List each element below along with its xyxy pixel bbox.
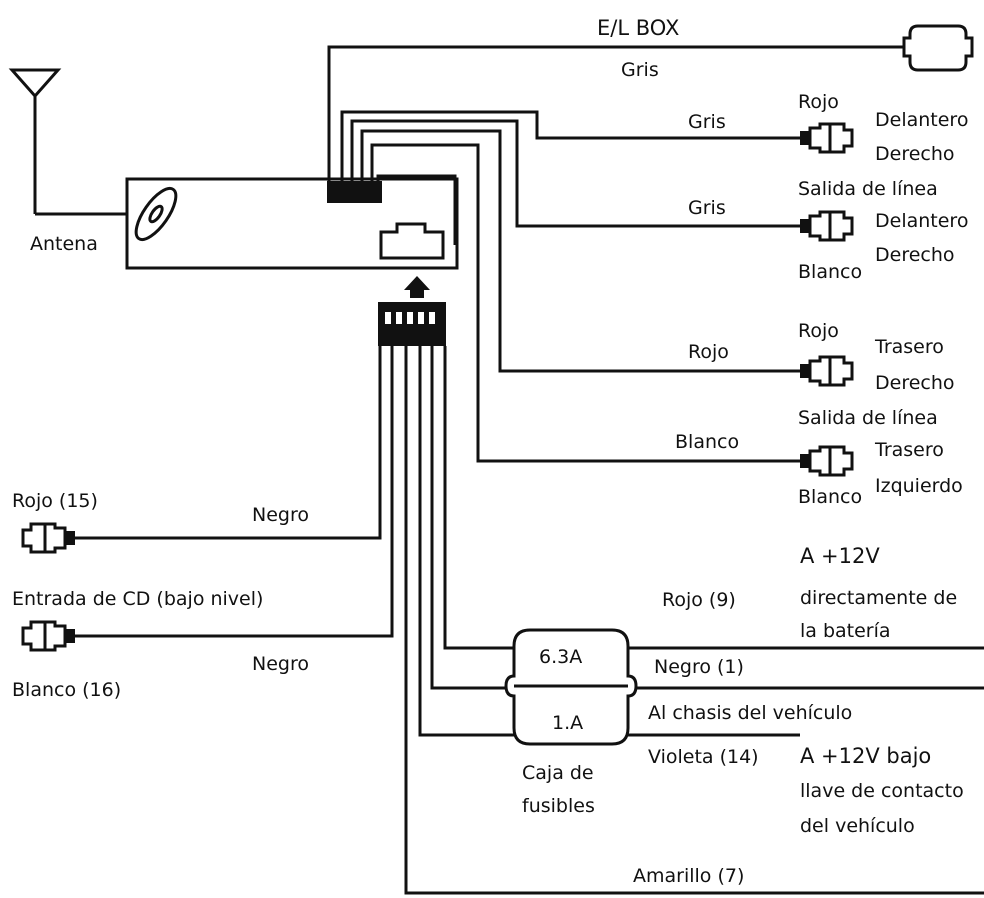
antenna-icon [8,68,127,216]
negro1-label: Negro (1) [654,656,744,678]
gris-top-label: Gris [621,59,659,81]
a12v-line2-label: directamente de [800,587,957,609]
bajo-line3-label: del vehículo [800,815,915,837]
fuse-box [504,628,638,746]
blanco-2-label: Blanco [798,486,862,508]
rca-connector-icon [800,122,854,154]
rear-connector-block [327,181,382,203]
delantero-2-label: Delantero [875,210,968,232]
harness-connector-block [378,302,446,346]
rojo-2-label: Rojo [798,320,839,342]
delantero-1-label: Delantero [875,109,968,131]
unit-connector-icon [379,222,445,260]
negro-1-label: Negro [252,504,309,526]
derecho-3-label: Derecho [875,372,955,394]
rojo-1-label: Rojo [798,91,839,113]
blanco-wire-label: Blanco [675,431,739,453]
derecho-1-label: Derecho [875,143,955,165]
rojo9-label: Rojo (9) [662,589,736,611]
harness-arrow-icon [404,276,430,298]
rojo-wire-label: Rojo [688,341,729,363]
derecho-2-label: Derecho [875,244,955,266]
a12v-line1-label: A +12V [800,544,880,568]
chasis-label: Al chasis del vehículo [648,702,852,724]
blanco16-label: Blanco (16) [12,679,121,701]
amarillo7-label: Amarillo (7) [633,865,744,887]
trasero-2-label: Trasero [874,439,944,461]
trasero-1-label: Trasero [874,336,944,358]
rca-connector-icon [800,210,854,242]
bajo-line2-label: llave de contacto [800,780,964,802]
salida-2-label: Salida de línea [798,407,938,429]
bajo-line1-label: A +12V bajo [800,744,931,768]
entrada-cd-label: Entrada de CD (bajo nivel) [12,588,263,610]
rojo15-label: Rojo (15) [12,490,98,512]
caja-line1-label: Caja de [522,762,594,784]
negro-2-label: Negro [252,653,309,675]
izquierdo-label: Izquierdo [875,475,963,497]
rca-connector-icon [800,445,854,477]
gris-2-label: Gris [688,197,726,219]
rca-plug-icon [21,620,75,652]
violeta14-label: Violeta (14) [648,746,759,768]
rca-plug-icon [21,522,75,554]
el-box-connector-icon [902,24,974,72]
cd-slot-icon [134,186,178,242]
salida-1-label: Salida de línea [798,178,938,200]
caja-line2-label: fusibles [522,795,595,817]
fuse-top-label: 6.3A [539,646,582,668]
rca-connector-icon [800,355,854,387]
el-box-label: E/L BOX [597,16,679,40]
blanco-1-label: Blanco [798,261,862,283]
antena-label: Antena [30,233,98,255]
fuse-bottom-label: 1.A [552,712,583,734]
gris-1-label: Gris [688,111,726,133]
a12v-line3-label: la batería [800,620,891,642]
